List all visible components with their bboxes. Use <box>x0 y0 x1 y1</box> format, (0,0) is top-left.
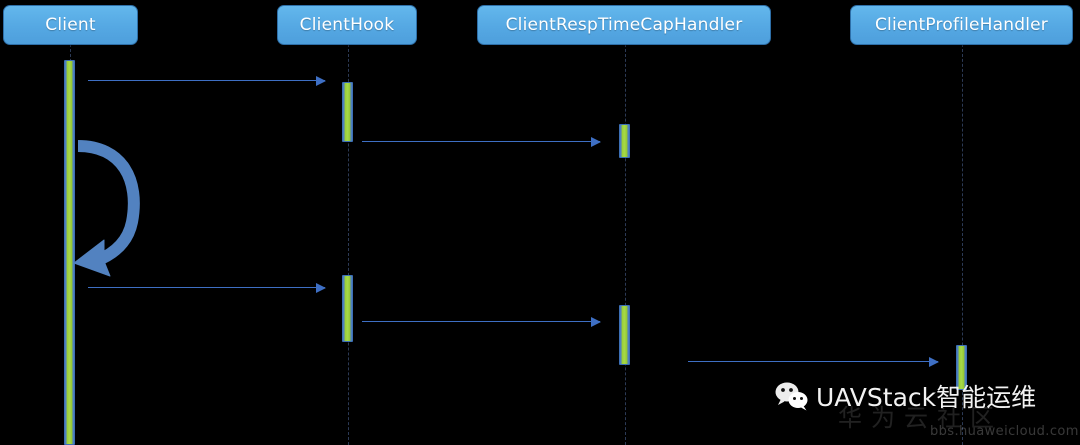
lifeline-profile <box>962 44 963 445</box>
participant-box-clientprofilehandler[interactable]: ClientProfileHandler <box>850 5 1073 45</box>
self-message-arc-client <box>73 140 140 277</box>
wechat-icon <box>775 382 808 411</box>
activation-bar-profile-1 <box>956 345 967 390</box>
activation-bar-resptime-2 <box>619 305 630 365</box>
lifeline-resptime <box>625 44 626 445</box>
message-arrow-resptime-to-profile <box>688 357 939 367</box>
activation-bar-hook-2 <box>342 275 353 342</box>
participant-box-clienthook[interactable]: ClientHook <box>277 5 417 45</box>
activation-bar-resptime-1 <box>619 124 630 158</box>
watermark-huawei-cloud-url: bbs.huaweicloud.com <box>930 424 1079 439</box>
message-arrow-hook-to-resptime-2 <box>362 317 601 327</box>
watermark-brand-text: UAVStack智能运维 <box>816 383 1037 412</box>
message-arrow-client-to-hook-2 <box>88 283 326 293</box>
participant-box-client[interactable]: Client <box>3 5 138 45</box>
activation-bar-hook-1 <box>342 82 353 142</box>
watermark-huawei-cloud-cn: 华为云社区 <box>838 404 1003 432</box>
participant-box-clientresptimecaphandler[interactable]: ClientRespTimeCapHandler <box>477 5 771 45</box>
lifeline-hook <box>348 44 349 445</box>
message-arrow-hook-to-resptime-1 <box>362 137 601 147</box>
watermark-uavstack-brand: UAVStack智能运维 <box>775 378 1036 414</box>
message-arrow-client-to-hook-1 <box>88 76 326 86</box>
